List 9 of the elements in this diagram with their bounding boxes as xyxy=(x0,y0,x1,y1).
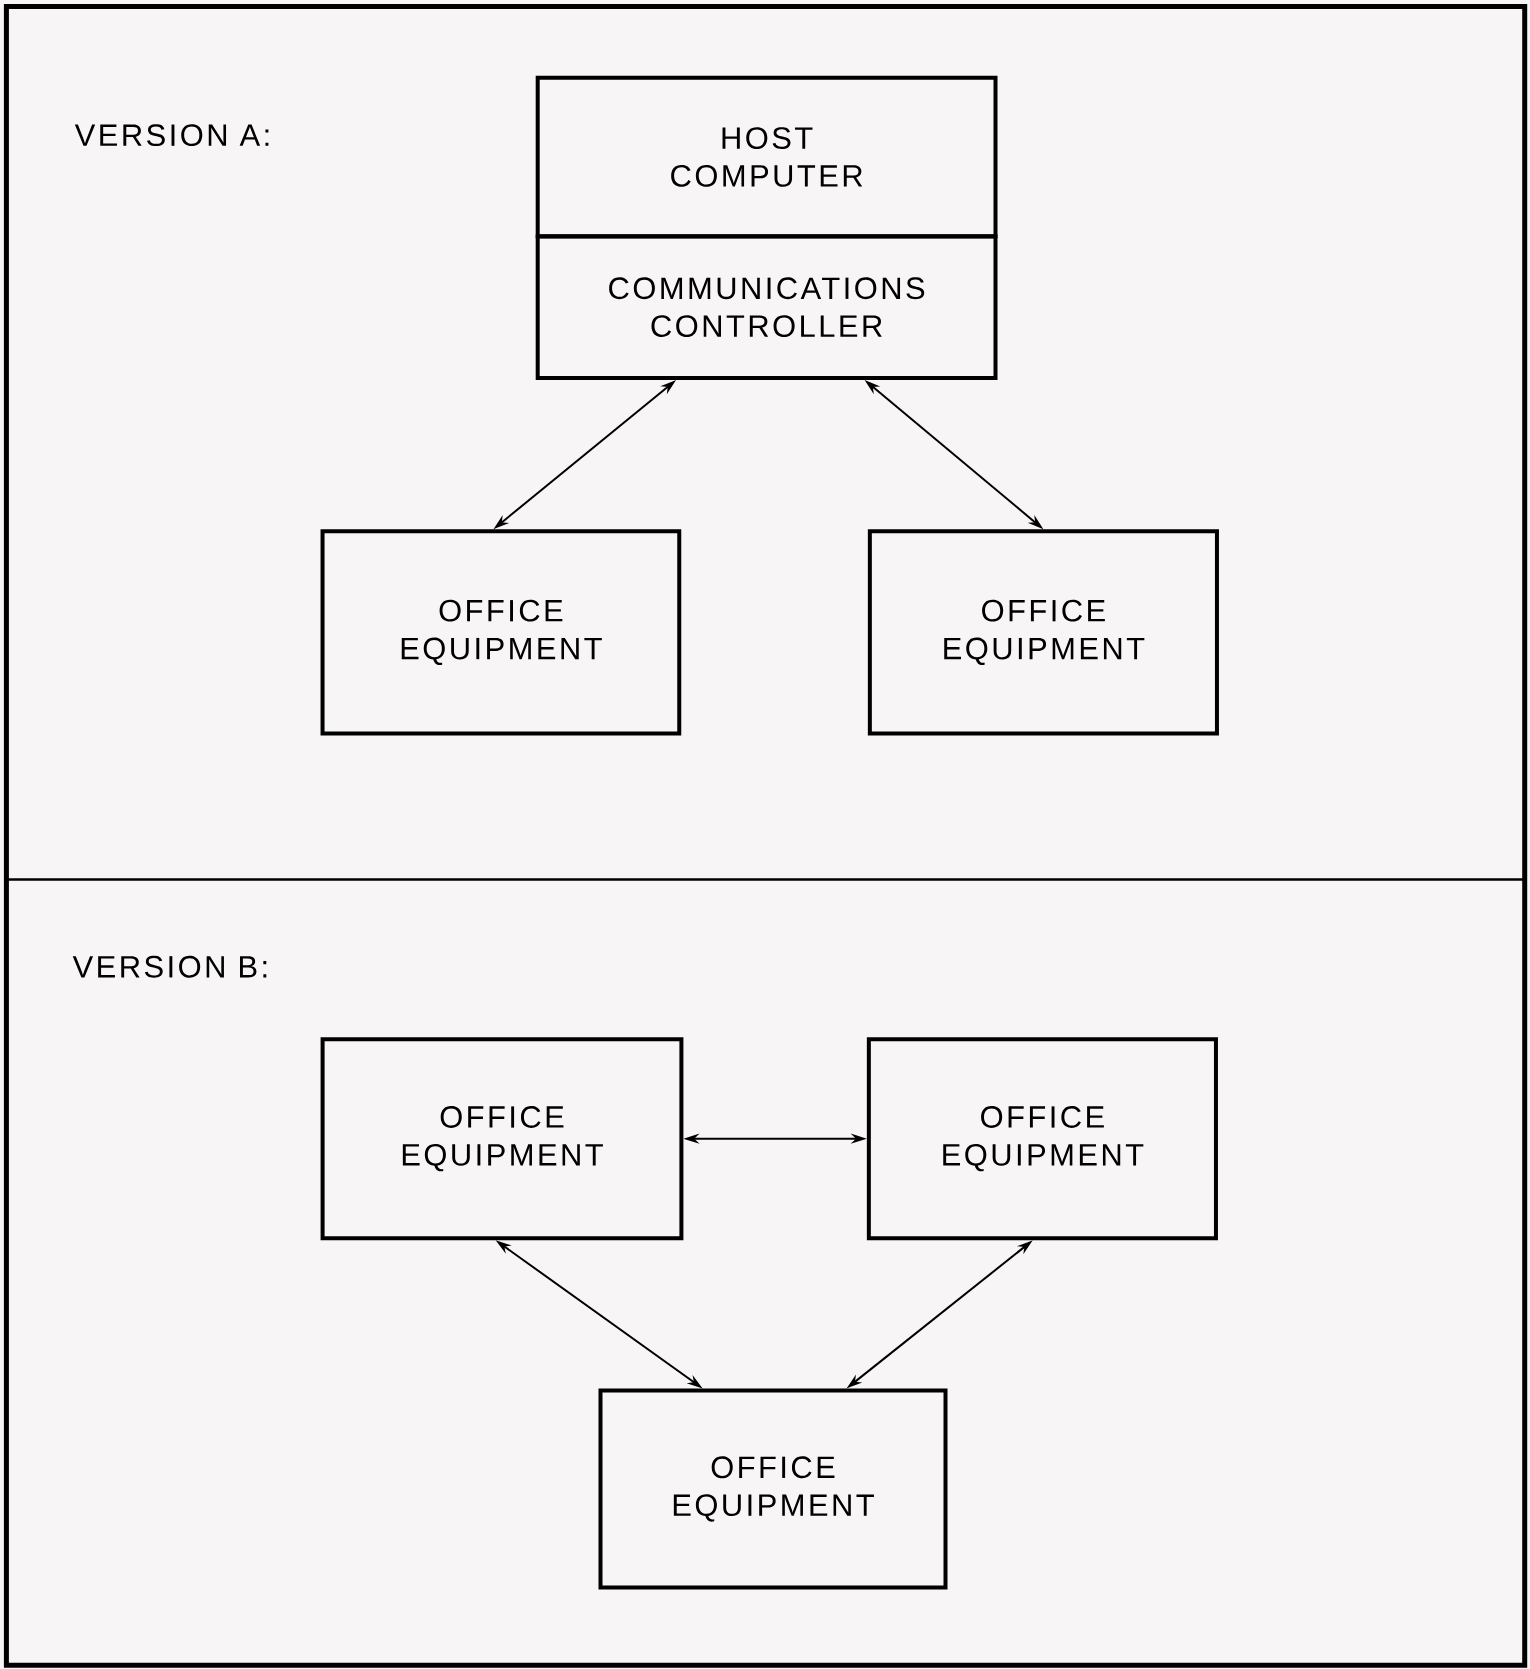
section-label: VERSION B: xyxy=(72,955,267,978)
equipment-box: OFFICE EQUIPMENT xyxy=(866,1037,1218,1241)
equipment-box: OFFICE EQUIPMENT xyxy=(598,1388,948,1590)
equipment-box: HOST COMPUTER xyxy=(535,75,998,239)
equipment-box: OFFICE EQUIPMENT xyxy=(867,529,1219,736)
section-label: VERSION A: xyxy=(74,124,269,147)
equipment-box: OFFICE EQUIPMENT xyxy=(320,529,682,736)
equipment-box: COMMUNICATIONS CONTROLLER xyxy=(535,234,998,380)
equipment-box: OFFICE EQUIPMENT xyxy=(320,1037,684,1241)
